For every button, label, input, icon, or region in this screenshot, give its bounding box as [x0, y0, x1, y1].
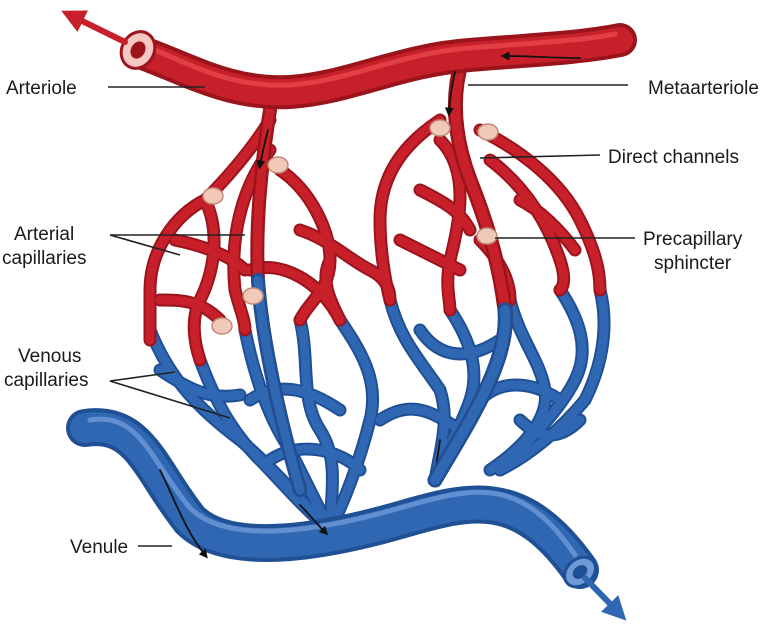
venule-vessel	[66, 408, 627, 621]
leader-lines	[108, 84, 635, 547]
sphincter-ring	[202, 187, 224, 205]
label-precapillary-sphincter-line2: sphincter	[654, 253, 732, 274]
sphincter-ring	[476, 227, 498, 245]
venous-capillaries	[143, 283, 611, 537]
leader-venous-capillaries-a	[109, 371, 176, 382]
leader-direct-channels	[479, 154, 601, 159]
sphincter-ring	[477, 123, 499, 141]
arterial-capillaries	[143, 113, 607, 367]
sphincter-ring	[242, 287, 264, 305]
label-arterial-capillaries-line1: Arterial	[14, 224, 74, 245]
leader-venous-capillaries-b	[109, 380, 231, 419]
sphincter-ring	[211, 317, 233, 335]
leader-arterial-capillaries-a	[109, 234, 181, 256]
label-direct-channels: Direct channels	[608, 147, 739, 168]
sphincter-ring	[429, 119, 451, 137]
arteriole-vessel	[61, 10, 637, 170]
label-arteriole: Arteriole	[6, 78, 77, 99]
label-venous-capillaries-line1: Venous	[18, 346, 81, 367]
label-arterial-capillaries-line2: capillaries	[2, 248, 86, 269]
label-precapillary-sphincter-line1: Precapillary	[643, 229, 743, 250]
label-metaarteriole: Metaarteriole	[648, 78, 759, 99]
label-venule: Venule	[70, 537, 128, 558]
labels: Arteriole Metaarteriole Direct channels …	[2, 78, 759, 558]
sphincter-ring	[267, 156, 289, 174]
label-venous-capillaries-line2: capillaries	[4, 370, 88, 391]
precapillary-sphincters	[202, 119, 499, 335]
